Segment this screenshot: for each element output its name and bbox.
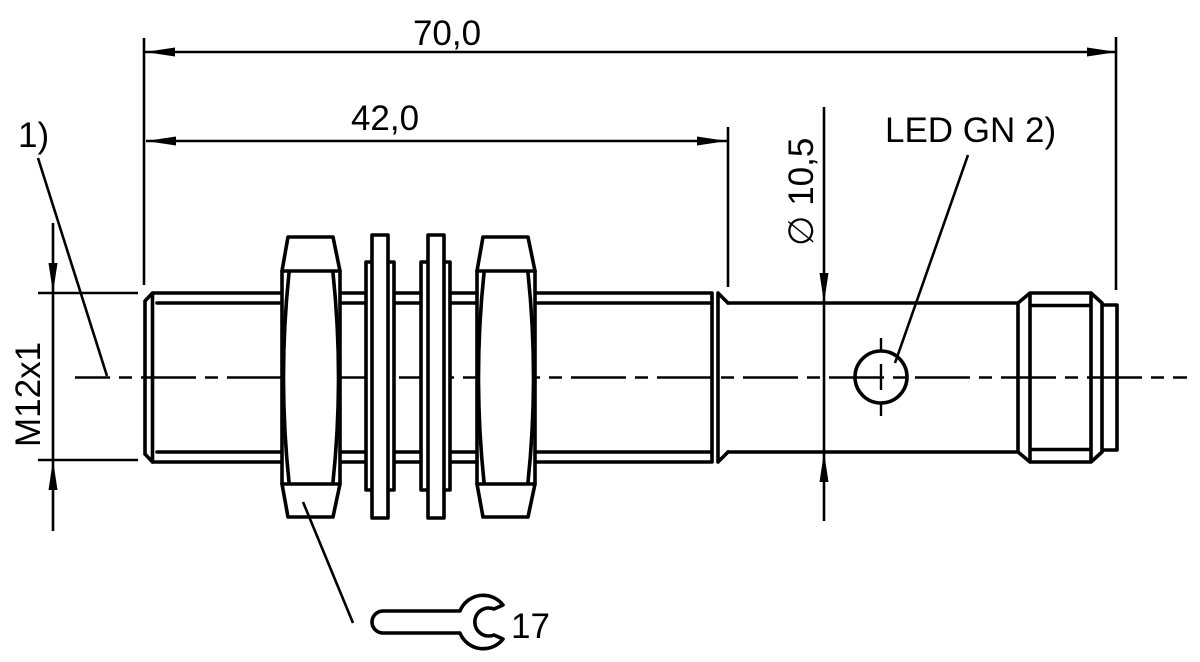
arrow-dia-bottom bbox=[819, 452, 829, 482]
lock-washers bbox=[364, 233, 452, 520]
dim-label-thread-length: 42,0 bbox=[351, 99, 419, 138]
hex-nuts bbox=[280, 235, 537, 519]
hex-nut-2 bbox=[475, 235, 537, 519]
led-indicator-circle bbox=[853, 349, 909, 405]
arrow-70-right bbox=[1087, 47, 1117, 57]
dim-label-total-length: 70,0 bbox=[413, 14, 481, 53]
footnote-marker-label: 1) bbox=[18, 116, 49, 155]
thread-spec-label: M12x1 bbox=[9, 342, 48, 447]
open-end-wrench-icon bbox=[370, 593, 505, 651]
dim-label-barrel-diameter: ∅ 10,5 bbox=[782, 138, 821, 246]
centerlines bbox=[75, 338, 1187, 416]
leader-footnote-1 bbox=[36, 157, 109, 377]
hex-nut-1-facets bbox=[280, 269, 342, 486]
leader-led bbox=[893, 154, 970, 364]
smooth-barrel bbox=[726, 301, 1020, 454]
arrow-dia-top bbox=[819, 273, 829, 303]
washer-2-inner bbox=[426, 233, 446, 520]
dimension-arrowheads bbox=[48, 47, 1117, 490]
arrow-m12-bottom bbox=[48, 460, 58, 490]
arrow-42-left bbox=[146, 136, 176, 146]
hex-nut-1 bbox=[280, 235, 342, 519]
led-callout-label: LED GN 2) bbox=[885, 111, 1056, 150]
wrench-size-label: 17 bbox=[511, 607, 550, 646]
hex-nut-2-facets bbox=[475, 269, 537, 486]
leader-wrench bbox=[301, 501, 355, 624]
connector-end bbox=[1016, 291, 1119, 464]
arrow-70-left bbox=[145, 47, 175, 57]
washer-1-inner bbox=[370, 233, 390, 520]
arrow-m12-top bbox=[48, 263, 58, 293]
arrow-42-right bbox=[697, 136, 727, 146]
annotations: 70,0 42,0 1) M12x1 ∅ 10,5 LED GN 2) 17 bbox=[9, 14, 1056, 646]
leader-lines bbox=[36, 154, 970, 624]
